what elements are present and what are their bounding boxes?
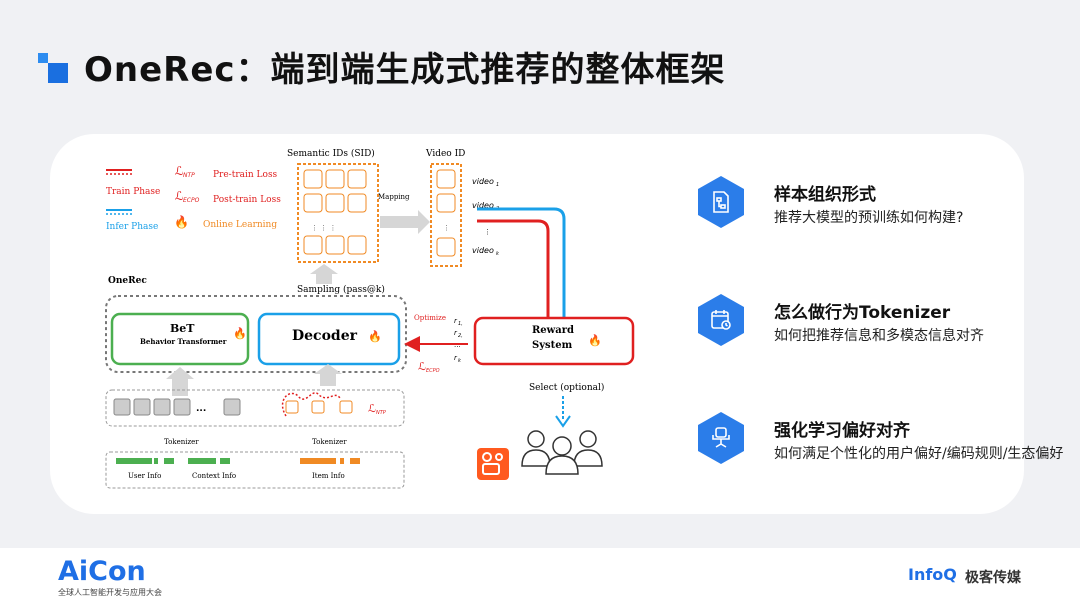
l-ecpo-symbol: ℒ [175, 189, 184, 203]
ntp-curves [281, 392, 341, 417]
video-id-cells [436, 169, 456, 257]
l-ntp-symbol-2: ℒ [368, 402, 376, 415]
posttrain-loss-label: Post-train Loss [213, 195, 281, 205]
token-row-frame [105, 389, 405, 427]
select-arrow-head [555, 415, 571, 428]
video-label-2: video [472, 201, 494, 210]
sid-grid [303, 169, 367, 255]
r2-label: r [454, 329, 458, 337]
infer-connector [477, 207, 566, 320]
semantic-ids-label: Semantic IDs (SID) [287, 148, 375, 159]
l-ecpo-sub: ECPO [183, 197, 200, 204]
l-ntp-symbol: ℒ [175, 164, 184, 178]
users-icon [521, 430, 603, 475]
sid-vdots: ⋮ ⋮ ⋮ [311, 224, 336, 232]
feature-desc-2: 如何把推荐信息和多模态信息对齐 [774, 328, 984, 344]
feature-desc-1: 推荐大模型的预训练如何构建? [774, 210, 964, 226]
footer [0, 548, 1080, 606]
feature-title-2: 怎么做行为Tokenizer [774, 303, 951, 323]
video-label-vdots: ⋮ [484, 228, 491, 236]
legend: Train Phase Infer Phase ℒ NTP Pre-train … [106, 164, 281, 232]
flowchart-doc-icon [698, 176, 744, 228]
r2-sub: 2, [458, 333, 463, 339]
l-ntp-sub: NTP [183, 172, 195, 179]
select-label: Select (optional) [529, 382, 604, 393]
aicon-logo: AiCon [58, 556, 146, 587]
bet-fire-icon: 🔥 [233, 327, 247, 340]
video-id-frame [430, 163, 462, 267]
kuaishou-logo-mark [482, 452, 503, 475]
video-label-k: video [472, 246, 494, 255]
context-info-label: Context Info [192, 472, 236, 480]
train-connector [477, 219, 550, 320]
onerec-label: OneRec [108, 276, 147, 286]
train-phase-label: Train Phase [106, 187, 160, 197]
reward-system-block [473, 316, 635, 366]
bet-block [110, 312, 250, 366]
token-row [113, 398, 241, 416]
video-sub-1: 1 [496, 182, 499, 188]
sampling-label: Sampling (pass@k) [297, 284, 385, 295]
infoq-logo: InfoQ [908, 565, 957, 584]
decoder-block [257, 312, 401, 366]
video-vdots: ⋮ [443, 224, 450, 232]
rk-sub: k [458, 358, 462, 364]
info-bars [116, 458, 360, 464]
online-learning-label: Online Learning [203, 220, 277, 230]
page-title: OneRec：端到端生成式推荐的整体框架 [84, 50, 726, 90]
reward-fire-icon: 🔥 [588, 334, 602, 347]
bet-label: BeT [170, 322, 195, 335]
sampling-arrow [310, 264, 338, 284]
optimize-label: Optimize [414, 314, 446, 322]
token-ellipsis: ... [196, 404, 206, 414]
item-info-label: Item Info [312, 472, 345, 480]
info-row-frame [105, 451, 405, 489]
title-logo-mark [38, 53, 68, 83]
bet-input-arrow [166, 367, 194, 396]
video-label-1: video [472, 177, 494, 186]
mapping-label: Mapping [378, 193, 410, 201]
r1-sub: 1, [458, 321, 463, 327]
ntp-tokens [285, 400, 353, 414]
pretrain-loss-label: Pre-train Loss [213, 170, 278, 180]
system-label: System [532, 340, 573, 351]
feature-title-1: 样本组织形式 [774, 185, 876, 205]
fire-icon: 🔥 [174, 215, 189, 229]
onerec-frame [105, 295, 407, 373]
sid-grid-frame [297, 163, 379, 263]
video-id-label: Video ID [425, 149, 465, 159]
decoder-fire-icon: 🔥 [368, 330, 382, 343]
video-sub-k: k [496, 251, 500, 257]
tokenizer-label-2: Tokenizer [312, 438, 347, 446]
rk-label: r [454, 354, 458, 362]
content-card: Train Phase Infer Phase ℒ NTP Pre-train … [50, 134, 1063, 514]
feature-title-3: 强化学习偏好对齐 [774, 421, 910, 441]
l-ntp-sub-2: NTP [376, 410, 386, 416]
user-info-label: User Info [128, 472, 161, 480]
l-ecpo-symbol-2: ℒ [418, 360, 426, 373]
jike-media-label: 极客传媒 [965, 570, 1021, 586]
r-dots: ... [454, 341, 461, 349]
infer-phase-label: Infer Phase [106, 222, 158, 232]
tokenizer-label-1: Tokenizer [164, 438, 199, 446]
l-ecpo-sub-2: ECPO [426, 368, 440, 374]
aicon-subtitle: 全球人工智能开发与应用大会 [58, 588, 162, 597]
feature-desc-3: 如何满足个性化的用户偏好/编码规则/生态偏好 [774, 446, 1064, 462]
office-chair-icon [698, 412, 744, 464]
reward-label: Reward [532, 325, 574, 336]
r1-label: r [454, 317, 458, 325]
decoder-input-arrow [314, 364, 342, 386]
mapping-arrow [380, 210, 430, 234]
onerec-framework-diagram: Train Phase Infer Phase ℒ NTP Pre-train … [105, 148, 635, 489]
calendar-clock-icon [698, 294, 744, 346]
decoder-label: Decoder [292, 328, 358, 344]
bet-sub-label: Behavior Transformer [140, 337, 227, 346]
